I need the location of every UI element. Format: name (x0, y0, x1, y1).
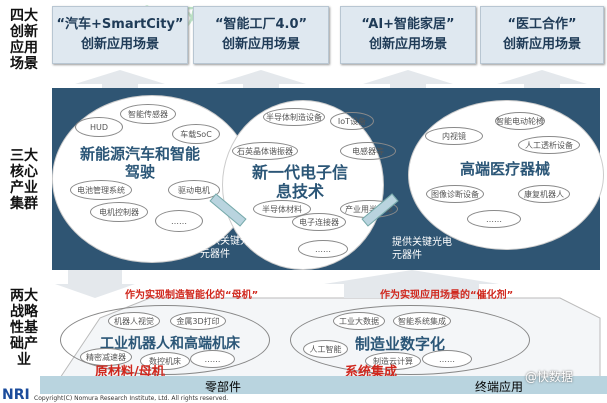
cluster-item: 电机控制器 (90, 202, 148, 222)
parts-label: 零部件 (205, 380, 242, 394)
base-title: 制造业数字化 (355, 335, 446, 353)
base-item: 工业大数据 (333, 312, 385, 330)
cluster-title: 新能源汽车和智能驾驶 (80, 145, 201, 181)
scene-title: “医工合作” (507, 17, 577, 32)
cluster-item: 康复机器人 (518, 185, 570, 203)
up-arrow-icon (363, 70, 453, 84)
link-note: 提供关键光电元器件 (200, 236, 260, 260)
scene-title: “智能工厂4.0” (214, 17, 308, 32)
base-item: …… (422, 350, 472, 368)
cluster-item: 半导体制造设备 (263, 108, 325, 126)
cluster-item: 车载SoC (172, 124, 220, 144)
up-arrow-icon (75, 70, 165, 84)
base-item: 智能系统集成 (393, 312, 451, 330)
cluster-item: …… (155, 210, 203, 232)
link-note: 提供关键光电元器件 (392, 237, 452, 261)
cluster-item: …… (467, 210, 521, 228)
base-ellipse (290, 305, 530, 375)
row-label-clusters: 三大核心产业集群 (10, 148, 38, 212)
cluster-item: 智能传感器 (120, 104, 176, 124)
cluster-title: 新一代电子信息技术 (251, 163, 348, 201)
logo: NRI (2, 387, 30, 403)
cluster-item: 智能电动轮椅 (495, 112, 545, 130)
scene-subtitle: 创新应用场景 (502, 37, 581, 52)
terminal-label: 终端应用 (475, 380, 524, 394)
cluster-item: 电子连接器 (292, 213, 346, 231)
scene-title: “汽车+SmartCity” (56, 17, 184, 32)
value-chain-bar (40, 376, 607, 394)
scene-box: “医工合作” 创新应用场景 (480, 6, 604, 64)
base-title: 工业机器人和高端机床 (100, 336, 240, 352)
base-item: 人工智能 (303, 340, 348, 358)
cluster-item: IoT设备 (330, 112, 374, 130)
base-item: 机器人视觉 (108, 312, 160, 330)
cluster-item: 石英晶体谐振器 (232, 142, 298, 160)
scene-box: “汽车+SmartCity” 创新应用场景 (52, 6, 188, 64)
up-arrow-icon (216, 70, 306, 84)
scene-box: “智能工厂4.0” 创新应用场景 (193, 6, 329, 64)
base-item: 制造云计算 (365, 352, 421, 370)
cluster-title: 高端医疗器械 (459, 160, 550, 178)
row-label-base: 两大战略性基础产业 (10, 288, 38, 368)
base-role: 作为实现应用场景的“催化剂” (380, 290, 514, 301)
base-item: 金属3D打印 (170, 312, 226, 330)
up-arrow-left (55, 270, 135, 298)
cluster-item: 电池管理系统 (70, 180, 132, 200)
scene-subtitle: 创新应用场景 (368, 37, 447, 52)
scene-title: “AI+智能家居” (361, 17, 455, 32)
base-ellipse (60, 305, 270, 375)
base-item: 数控机床 (140, 352, 190, 370)
cluster-item: 内视镜 (425, 127, 483, 145)
up-arrow-right (324, 270, 499, 298)
cluster-item: 人工透析设备 (518, 136, 580, 154)
scene-box: “AI+智能家居” 创新应用场景 (340, 6, 476, 64)
source-mark: @快数据 (525, 370, 574, 384)
cluster-item: 图像诊断设备 (426, 185, 484, 203)
cluster-item: 驱动电机 (168, 180, 220, 200)
up-arrow-icon (497, 70, 587, 84)
cluster-item: …… (298, 240, 348, 258)
copyright: Copyright(C) Nomura Research Institute, … (34, 395, 229, 402)
cluster-item: 半导体材料 (253, 200, 311, 218)
scene-subtitle: 创新应用场景 (221, 37, 300, 52)
row-label-scenes: 四大创新应用场景 (10, 8, 38, 72)
base-item: …… (190, 350, 235, 368)
base-role: 作为实现制造智能化的“母机” (125, 290, 259, 301)
scene-subtitle: 创新应用场景 (80, 37, 159, 52)
cluster-item: 电感器等 (340, 142, 396, 160)
base-item: 精密减速器 (80, 348, 132, 366)
cluster-item: HUD (75, 117, 123, 137)
